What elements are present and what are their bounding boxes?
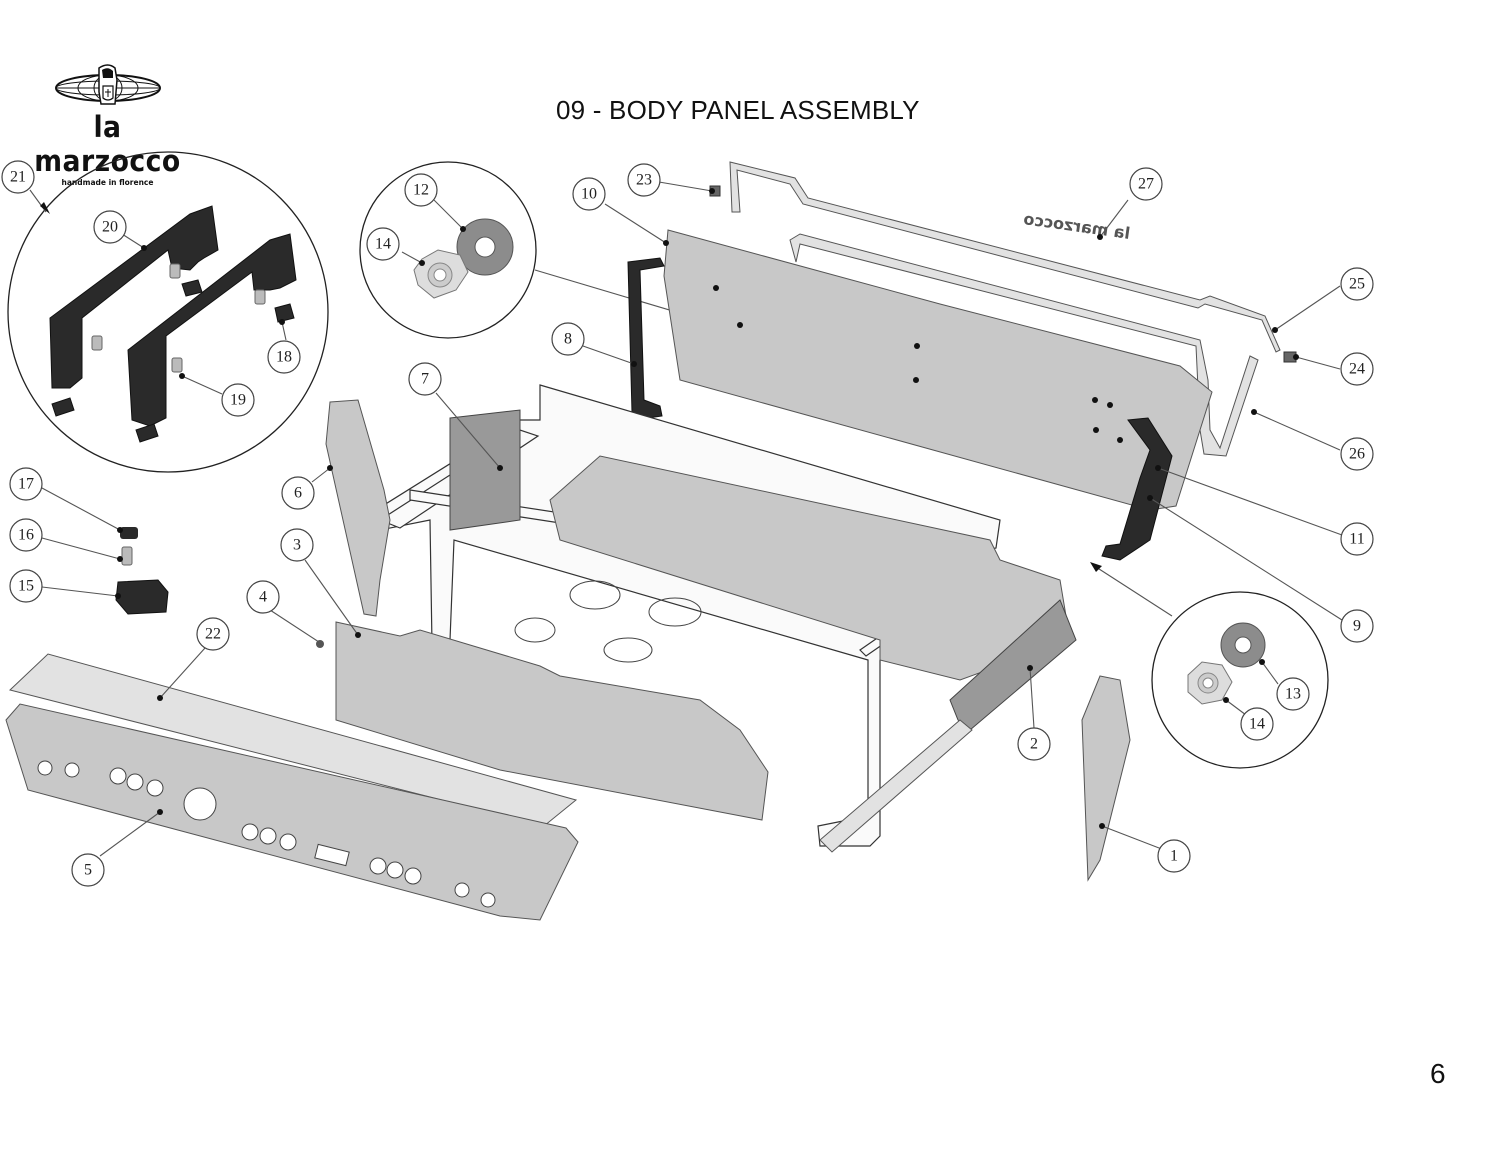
drip-tray-rail — [949, 599, 1077, 731]
brand-tagline: handmade in florence — [61, 178, 154, 187]
svg-text:11: 11 — [1349, 531, 1364, 548]
callout-17: 17 — [9, 467, 43, 501]
svg-text:7: 7 — [421, 371, 429, 388]
page-title: 09 - BODY PANEL ASSEMBLY — [556, 95, 920, 125]
screw-19b — [254, 289, 266, 305]
svg-text:21: 21 — [10, 169, 26, 186]
svg-text:17: 17 — [18, 476, 34, 493]
callout-19: 19 — [221, 383, 255, 417]
callout-10: 10 — [572, 177, 606, 211]
screw-19d — [171, 357, 183, 373]
pad-18d — [135, 423, 159, 443]
callout-14-top: 14 — [366, 227, 400, 261]
svg-text:10: 10 — [581, 186, 597, 203]
washer-nut-detail-bottom — [1090, 562, 1329, 769]
svg-text:25: 25 — [1349, 276, 1365, 293]
callout-2: 2 — [1017, 727, 1051, 761]
svg-text:5: 5 — [84, 862, 92, 879]
callout-12: 12 — [404, 173, 438, 207]
chassis-frame — [375, 384, 1077, 853]
callout-11: 11 — [1340, 522, 1374, 556]
brand-logo: la marzocco handmade in florence — [10, 62, 205, 187]
svg-text:18: 18 — [276, 349, 292, 366]
svg-text:27: 27 — [1138, 176, 1154, 193]
svg-text:6: 6 — [294, 485, 302, 502]
svg-text:24: 24 — [1349, 361, 1365, 378]
screw-19a — [169, 263, 181, 279]
svg-text:1: 1 — [1170, 848, 1178, 865]
svg-text:20: 20 — [102, 219, 118, 236]
svg-text:8: 8 — [564, 331, 572, 348]
logo-badge: la marzocco — [1022, 209, 1131, 243]
callout-22: 22 — [196, 617, 230, 651]
washer-nut-detail-top — [359, 161, 736, 339]
svg-text:3: 3 — [293, 537, 301, 554]
svg-text:12: 12 — [413, 182, 429, 199]
rear-lower-panel — [335, 621, 769, 821]
top-rear-panel — [663, 229, 1213, 511]
brand-name: la marzocco — [34, 110, 181, 178]
top-front-panel — [8, 653, 578, 827]
callout-1: 1 — [1157, 839, 1191, 873]
svg-text:26: 26 — [1349, 446, 1365, 463]
svg-text:2: 2 — [1030, 736, 1038, 753]
svg-text:23: 23 — [636, 172, 652, 189]
screw-19c — [91, 335, 103, 351]
callout-bubbles: 1 2 3 4 5 6 7 8 9 10 11 12 13 14 14 15 1… — [1, 160, 1374, 887]
callout-9: 9 — [1340, 609, 1374, 643]
callout-5: 5 — [71, 853, 105, 887]
foot-block-15 — [115, 579, 169, 615]
leaders — [41, 181, 1343, 857]
front-panel — [5, 703, 579, 921]
callout-13: 13 — [1276, 677, 1310, 711]
leg-kit-detail — [7, 151, 329, 473]
callout-25: 25 — [1340, 267, 1374, 301]
callout-15: 15 — [9, 569, 43, 603]
callout-27: 27 — [1129, 167, 1163, 201]
svg-text:4: 4 — [259, 589, 267, 606]
svg-text:9: 9 — [1353, 618, 1361, 635]
pad-18a — [181, 279, 203, 297]
lion-globe-emblem-icon — [54, 64, 161, 105]
svg-text:13: 13 — [1285, 686, 1301, 703]
callout-24: 24 — [1340, 352, 1374, 386]
pad-18b — [274, 303, 295, 323]
callout-21: 21 — [1, 160, 35, 194]
cap-17 — [120, 527, 138, 539]
svg-text:15: 15 — [18, 578, 34, 595]
callout-6: 6 — [281, 476, 315, 510]
callout-3: 3 — [280, 528, 314, 562]
svg-text:14: 14 — [375, 236, 391, 253]
callout-26: 26 — [1340, 437, 1374, 471]
handle-right — [1101, 417, 1173, 561]
svg-text:14: 14 — [1249, 716, 1265, 733]
callout-18: 18 — [267, 340, 301, 374]
callout-23: 23 — [627, 163, 661, 197]
bolt-16 — [121, 546, 133, 566]
svg-text:16: 16 — [18, 527, 34, 544]
callout-8: 8 — [551, 322, 585, 356]
right-side-panel — [1081, 675, 1131, 882]
bracket-7 — [449, 409, 521, 531]
callout-20: 20 — [93, 210, 127, 244]
pad-18c — [51, 397, 75, 417]
page-number: 6 — [1430, 1058, 1446, 1089]
handle-left — [627, 257, 665, 419]
callout-7: 7 — [408, 362, 442, 396]
leg-left — [49, 205, 219, 389]
callout-14-bottom: 14 — [1240, 707, 1274, 741]
svg-text:19: 19 — [230, 392, 246, 409]
left-side-panel — [325, 399, 391, 617]
callout-16: 16 — [9, 518, 43, 552]
svg-text:22: 22 — [205, 626, 221, 643]
callout-4: 4 — [246, 580, 280, 614]
leg-right — [127, 233, 297, 427]
